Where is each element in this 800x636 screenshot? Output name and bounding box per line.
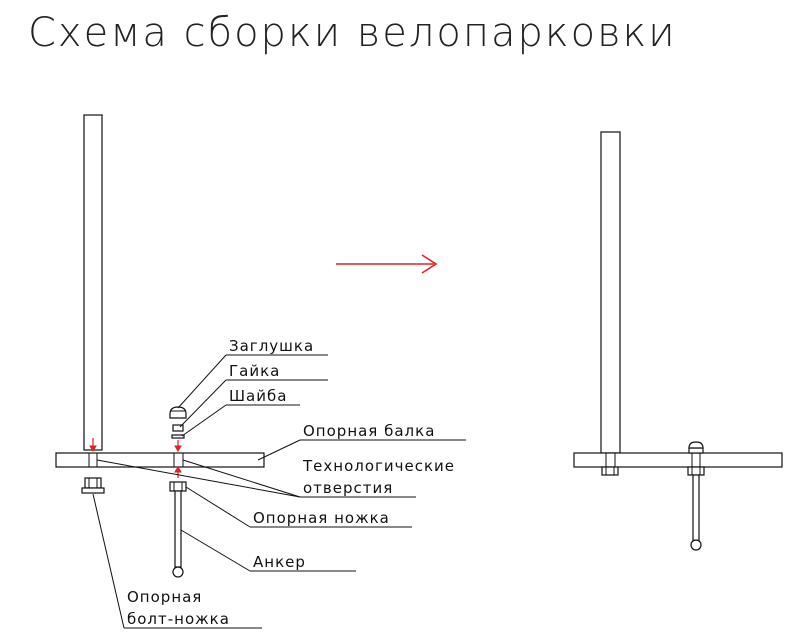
leader-nut (179, 379, 227, 428)
leader-anchor (180, 529, 251, 572)
page-title: Схема сборки велопарковки (28, 10, 677, 56)
assembled-anchor-rod (692, 474, 700, 542)
vertical-post (83, 114, 103, 451)
label-tech-holes-1: Технологические (302, 457, 455, 475)
support-foot-part (169, 481, 187, 492)
arrow-post-down-head (89, 445, 97, 452)
leader-foot (185, 486, 251, 528)
leader-beam (257, 439, 301, 461)
assembled-nut (688, 447, 704, 454)
anchor-rod (174, 490, 182, 568)
assembled-cap (688, 441, 704, 449)
arrow-stack-down-head (174, 445, 182, 452)
label-support-foot: Опорная ножка (253, 509, 390, 527)
arrow-foot-up-head (174, 466, 182, 473)
bolt-foot-base (81, 487, 105, 494)
leader-holes-b (182, 459, 301, 498)
nut-part (172, 424, 184, 432)
leader-cap (177, 354, 227, 409)
label-washer: Шайба (229, 387, 287, 405)
assembled-anchor-end (690, 539, 702, 551)
label-bolt-foot-2: болт-ножка (127, 610, 230, 628)
assembled-bolt-foot (601, 466, 619, 476)
label-nut: Гайка (229, 362, 280, 380)
assembled-post (600, 131, 621, 454)
support-beam (55, 452, 265, 468)
leader-bolt-foot (92, 493, 125, 629)
assembled-beam (573, 452, 783, 468)
transition-arrow-head (421, 254, 438, 274)
label-bolt-foot-1: Опорная (127, 588, 202, 606)
label-support-beam: Опорная балка (303, 422, 435, 440)
cap-part (169, 406, 187, 419)
assembled-view (573, 131, 783, 551)
leader-holes-a (96, 459, 301, 498)
exploded-view: Заглушка Гайка Шайба Опорная балка Техно… (55, 114, 466, 629)
leader-washer (181, 404, 227, 437)
label-anchor: Анкер (253, 553, 306, 571)
anchor-end (172, 566, 184, 578)
bolt-foot-part (84, 477, 102, 489)
label-cap: Заглушка (229, 337, 314, 355)
label-tech-holes-2: отверстия (303, 479, 393, 497)
transition-arrow (336, 254, 438, 274)
assembled-support-foot (687, 466, 705, 476)
washer-part (171, 434, 185, 439)
